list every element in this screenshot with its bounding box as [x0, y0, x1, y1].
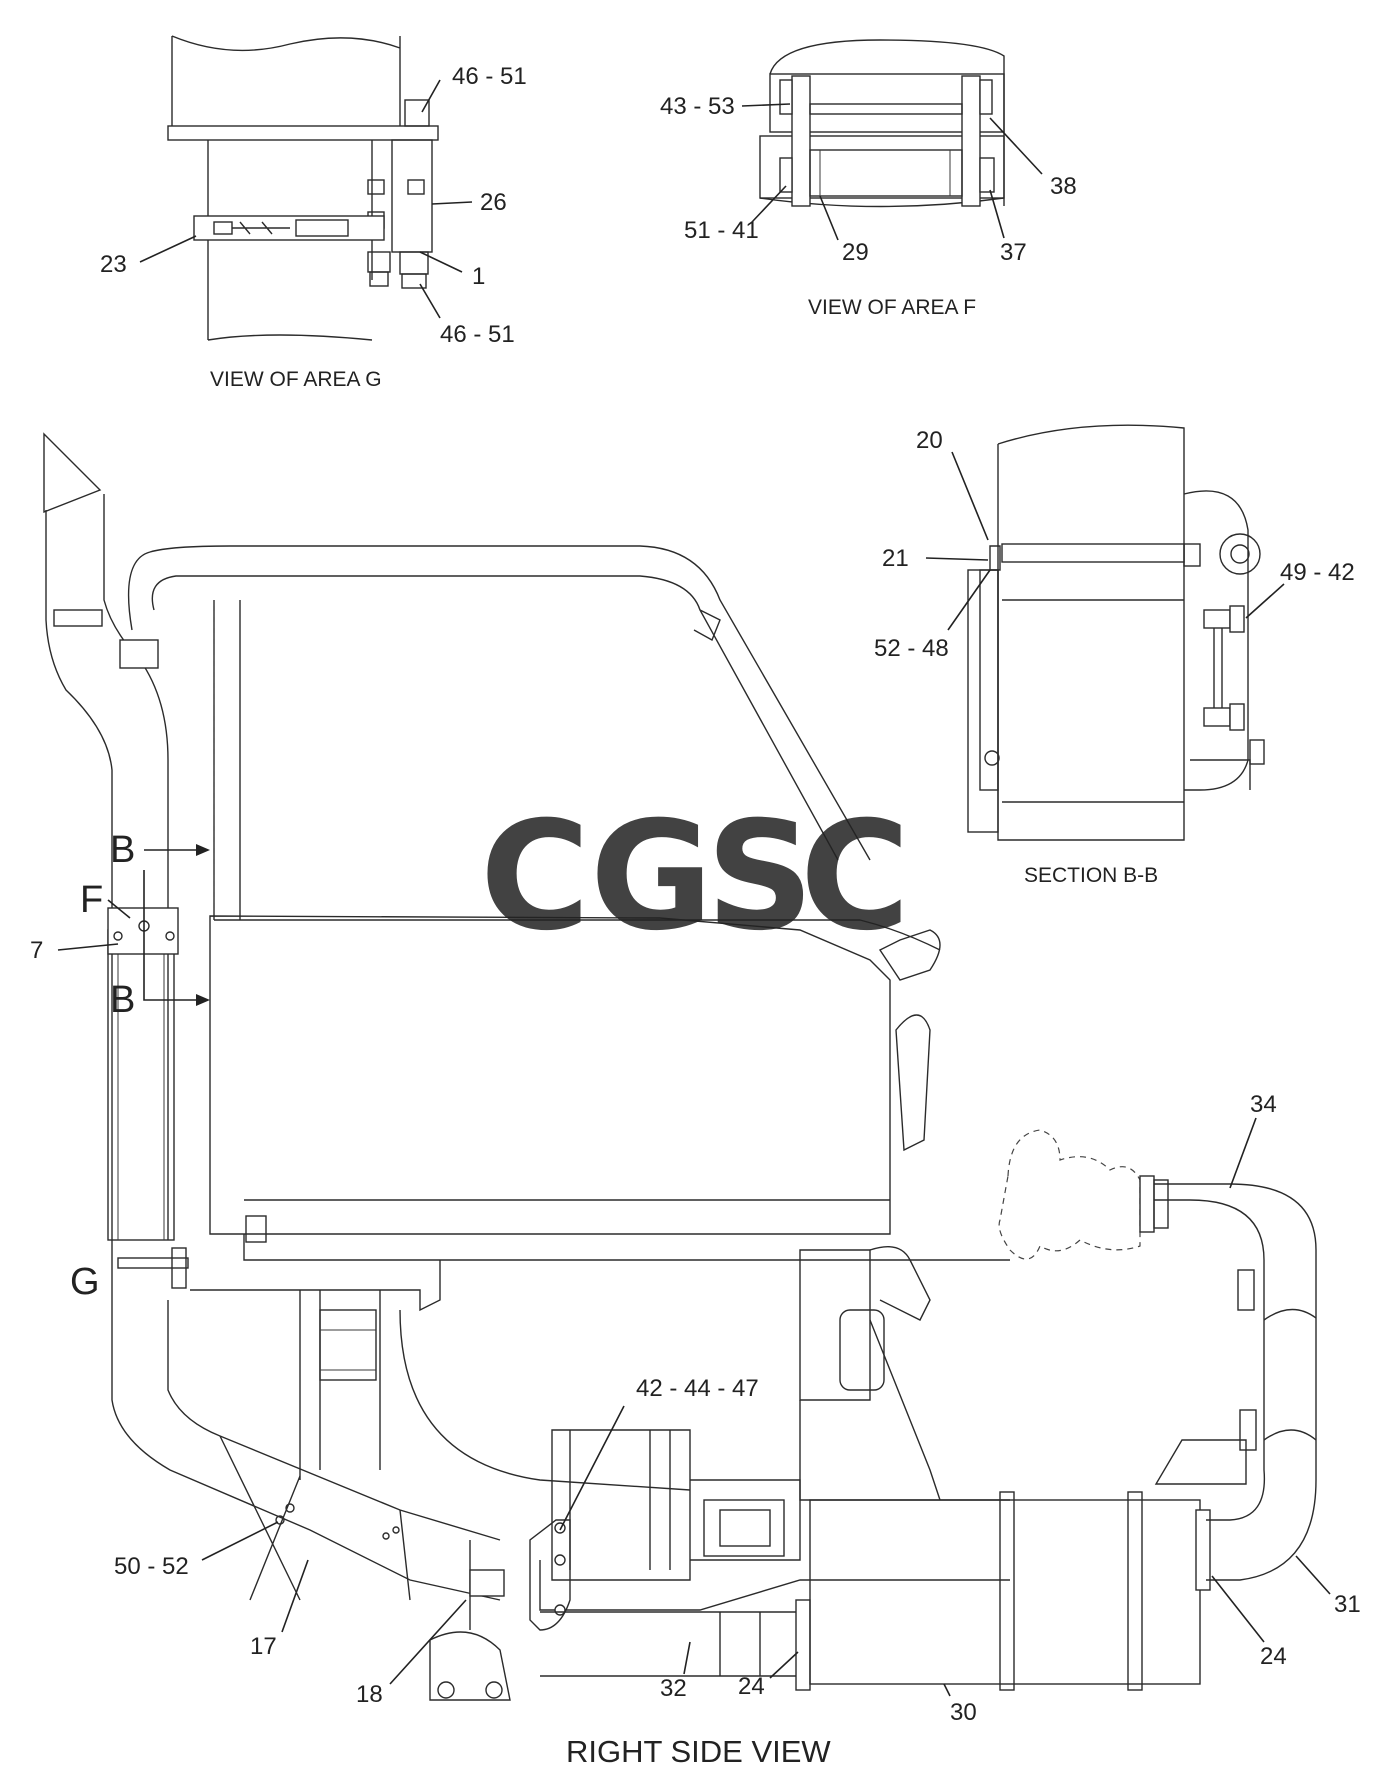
watermark-letter-s: S	[706, 790, 814, 964]
section-markers: B B F G	[70, 829, 210, 1303]
view-area-f	[759, 39, 1005, 208]
callout-20: 20	[916, 427, 943, 454]
callout-7: 7	[30, 937, 43, 964]
callout-43-53: 43 - 53	[660, 93, 735, 120]
caption-section-bb: SECTION B-B	[1024, 864, 1158, 887]
callout-31: 31	[1334, 1591, 1361, 1618]
right-side-view	[43, 432, 1317, 1701]
area-marker-f: F	[80, 879, 103, 921]
callout-26: 26	[480, 189, 507, 216]
callout-38: 38	[1050, 173, 1077, 200]
area-marker-g: G	[70, 1261, 100, 1303]
callout-21: 21	[882, 545, 909, 572]
callout-46-51-top: 46 - 51	[452, 63, 527, 90]
area-g-callouts: 46 - 51 26 1 46 - 51 23 VIEW OF AREA G	[100, 63, 527, 391]
section-bb-callouts: 20 21 52 - 48 49 - 42 SECTION B-B	[874, 427, 1355, 887]
section-bb	[967, 424, 1265, 841]
caption-view-area-g: VIEW OF AREA G	[210, 368, 382, 391]
callout-34: 34	[1250, 1091, 1277, 1118]
caption-right-side-view: RIGHT SIDE VIEW	[566, 1734, 831, 1769]
callout-52-48: 52 - 48	[874, 635, 949, 662]
callout-49-42: 49 - 42	[1280, 559, 1355, 586]
callout-17: 17	[250, 1633, 277, 1660]
area-f-callouts: 43 - 53 38 51 - 41 29 37 VIEW OF AREA F	[660, 93, 1077, 319]
callout-32: 32	[660, 1675, 687, 1702]
callout-18: 18	[356, 1681, 383, 1708]
view-area-g	[167, 35, 439, 341]
watermark-letter-g: G	[590, 790, 713, 964]
caption-view-area-f: VIEW OF AREA F	[808, 296, 976, 319]
callout-23: 23	[100, 251, 127, 278]
callout-24-lower: 24	[738, 1673, 765, 1700]
callout-1: 1	[472, 263, 485, 290]
right-side-callouts: 7 34 42 - 44 - 47 50 - 52 17 18 32 24 30…	[30, 937, 1361, 1769]
callout-46-51-bottom: 46 - 51	[440, 321, 515, 348]
section-marker-b-top: B	[110, 829, 135, 871]
callout-24-right: 24	[1260, 1643, 1287, 1670]
callout-50-52: 50 - 52	[114, 1553, 189, 1580]
watermark-letter-c2: C	[800, 790, 910, 964]
callout-30: 30	[950, 1699, 977, 1726]
callout-42-44-47: 42 - 44 - 47	[636, 1375, 759, 1402]
watermark-letter-c1: C	[480, 790, 590, 964]
section-marker-b-bottom: B	[110, 979, 135, 1021]
callout-29: 29	[842, 239, 869, 266]
callout-37: 37	[1000, 239, 1027, 266]
callout-51-41: 51 - 41	[684, 217, 759, 244]
cgsc-watermark: C G S C	[480, 790, 910, 964]
